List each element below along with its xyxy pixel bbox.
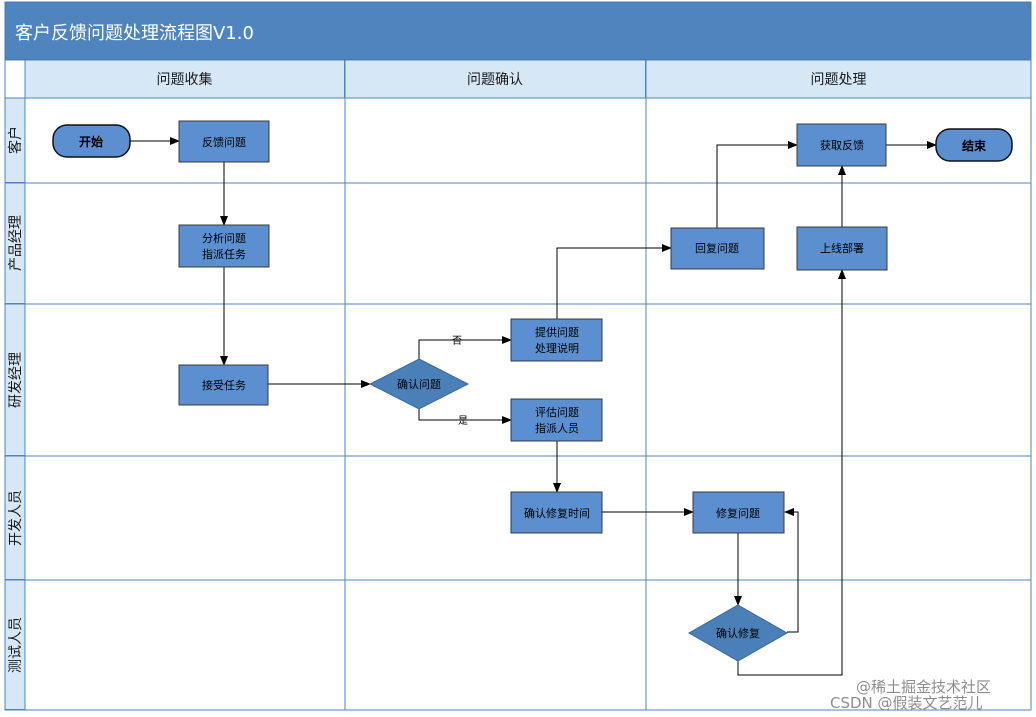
confirm-issue-label: 确认问题 [397,378,441,391]
evaluate-label-1: 评估问题 [535,406,579,419]
fix-box [692,491,785,534]
lane-label: 测试人员 [8,616,24,673]
lane-label: 研发经理 [8,351,24,408]
connectors [130,137,937,676]
title-bar: 客户反馈问题处理流程图V1.0 [5,2,1031,60]
get-feedback-box [796,123,887,167]
edge-confirmfix-deploy [737,269,846,676]
confirm-issue-diamond [368,358,470,410]
confirm-time-label: 确认修复时间 [524,506,590,520]
swimlane-grid [4,1,1032,711]
fix-label: 修复问题 [716,506,760,520]
provide-label-1: 提供问题 [535,325,579,339]
column-header-collect: 问题收集 [25,60,345,98]
column-header-process: 问题处理 [646,60,1031,98]
column-label: 问题处理 [810,72,867,88]
edge-confirm-provide [418,336,512,359]
lane-header-customer: 客户 [5,98,25,183]
reply-box [670,227,765,270]
feedback-box [178,120,270,163]
start-label: 开始 [79,134,103,149]
lane-label: 产品经理 [8,215,24,271]
column-label: 问题收集 [156,72,213,88]
analyze-label-2: 指派任务 [202,247,246,261]
accept-label: 接受任务 [202,379,246,392]
provide-box [510,318,603,362]
edge-confirm-evaluate [418,409,512,424]
lane-header-tester: 测试人员 [5,580,25,710]
edge-reply-getfeedback [716,141,798,228]
nodes: 开始 反馈问题 分析问题 指派任务 接受任务 确认问题 提供问题 处理说明 评估… [52,120,1013,662]
watermark-csdn: CSDN @假装文艺范儿 [830,694,983,712]
column-header-confirm: 问题确认 [345,60,646,98]
column-label: 问题确认 [467,72,523,88]
edge-confirmfix-fix [784,508,799,633]
confirm-fix-diamond [687,604,789,662]
diagram-title: 客户反馈问题处理流程图V1.0 [15,23,254,44]
reply-label: 回复问题 [695,241,739,255]
provide-label-2: 处理说明 [535,341,579,355]
confirm-fix-label: 确认修复 [716,626,760,640]
get-feedback-label: 获取反馈 [820,139,864,152]
analyze-box [178,224,270,268]
lane-header-developer: 开发人员 [5,456,25,580]
end-terminator [935,128,1013,162]
deploy-box [796,226,888,271]
edge-provide-reply [556,244,672,319]
edge-label-no: 否 [452,335,462,347]
lane-label: 开发人员 [8,489,24,546]
lane-header-product-manager: 产品经理 [5,183,25,304]
accept-box [178,364,269,406]
evaluate-box [510,398,603,442]
watermark-juejin: @稀土掘金技术社区 [856,678,992,696]
confirm-time-box [510,491,603,534]
evaluate-label-2: 指派人员 [535,421,579,435]
end-label: 结束 [962,138,987,153]
feedback-label: 反馈问题 [202,136,246,149]
analyze-label-1: 分析问题 [202,231,246,245]
deploy-label: 上线部署 [820,241,864,255]
start-terminator [52,124,131,158]
lane-label: 客户 [8,126,24,154]
edge-label-yes: 是 [458,415,468,427]
lane-header-rd-manager: 研发经理 [5,304,25,456]
